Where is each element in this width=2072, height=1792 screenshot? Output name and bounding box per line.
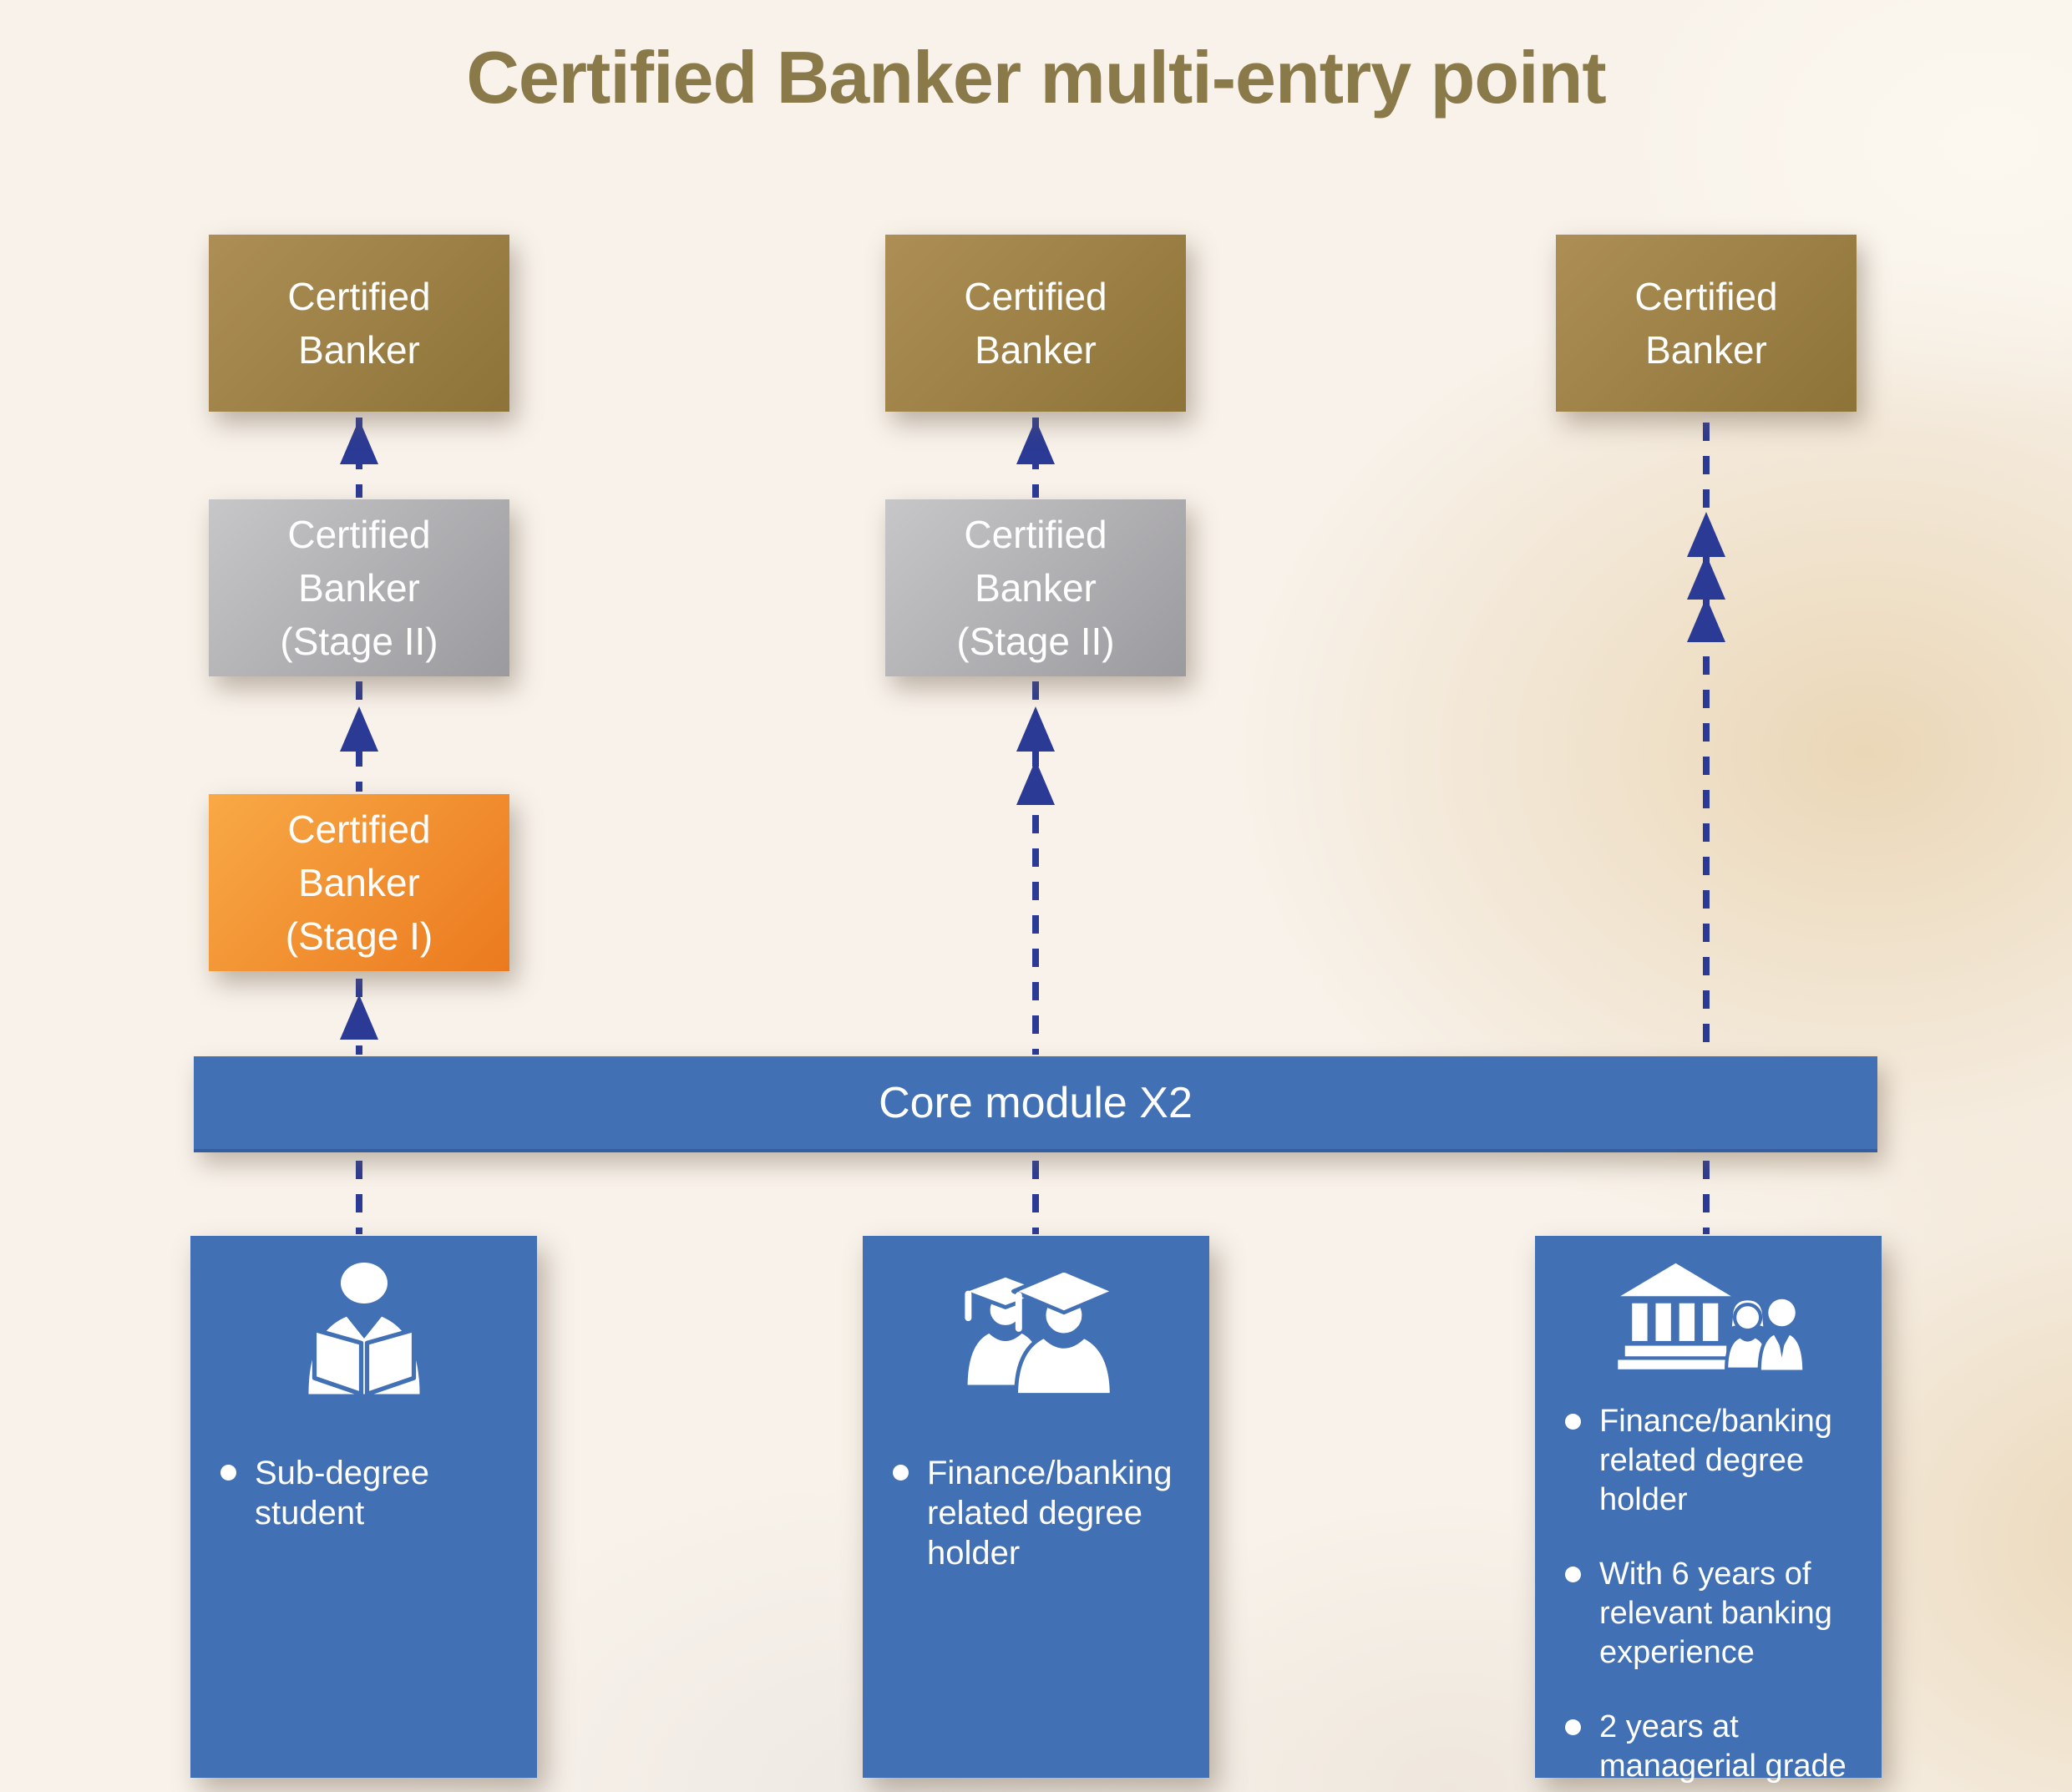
bullet-text: Finance/banking related degree holder	[927, 1455, 1173, 1572]
dashed-connector	[1032, 681, 1039, 1055]
box-label-line: (Stage II)	[280, 620, 438, 663]
stage2-box-left: Certified Banker (Stage II)	[209, 499, 509, 676]
bullet-dot	[1565, 1414, 1581, 1430]
arrow-up-icon	[340, 995, 378, 1040]
box-label-line: Certified	[964, 275, 1107, 318]
box-label-line: Certified	[1634, 275, 1778, 318]
dashed-connector	[1032, 1161, 1039, 1234]
box-label-line: Banker	[975, 328, 1097, 372]
certified-banker-box-left: Certified Banker	[209, 235, 509, 412]
arrow-up-icon	[1016, 706, 1055, 752]
core-module-bar: Core module X2	[194, 1056, 1877, 1152]
bullet-dot	[893, 1465, 909, 1481]
list-item: Finance/banking related degree holder	[893, 1453, 1189, 1573]
list-item: 2 years at managerial grade	[1565, 1708, 1862, 1786]
box-label-line: Banker	[975, 566, 1097, 610]
dashed-connector	[1703, 1161, 1710, 1234]
bullet-list: Finance/banking related degree holder Wi…	[1535, 1402, 1882, 1786]
arrow-up-icon	[340, 419, 378, 464]
box-label: Certified Banker (Stage II)	[280, 508, 438, 668]
box-label-line: Banker	[1645, 328, 1767, 372]
entry-box-sub-degree: Sub-degree student	[190, 1236, 537, 1778]
bank-professionals-icon	[1535, 1257, 1882, 1382]
bullet-list: Finance/banking related degree holder	[863, 1453, 1209, 1573]
bullet-dot	[1565, 1567, 1581, 1582]
box-label: Certified Banker	[964, 270, 1107, 377]
arrow-up-icon	[1016, 760, 1055, 805]
box-label-line: Banker	[298, 861, 420, 904]
bullet-text: With 6 years of relevant banking experie…	[1599, 1557, 1832, 1670]
entry-box-experienced-banker: Finance/banking related degree holder Wi…	[1535, 1236, 1882, 1784]
entry-box-degree-holder: Finance/banking related degree holder	[863, 1236, 1209, 1778]
reading-student-icon	[190, 1257, 537, 1403]
stage2-box-middle: Certified Banker (Stage II)	[885, 499, 1186, 676]
box-label: Certified Banker	[287, 270, 430, 377]
core-module-label: Core module X2	[879, 1078, 1193, 1127]
stage1-box-left: Certified Banker (Stage I)	[209, 794, 509, 971]
box-label-line: Certified	[287, 275, 431, 318]
list-item: With 6 years of relevant banking experie…	[1565, 1555, 1862, 1673]
box-label-line: Certified	[964, 513, 1107, 556]
dashed-connector	[1703, 423, 1710, 1055]
page-title: Certified Banker multi-entry point	[466, 36, 1606, 119]
box-label-line: Banker	[298, 566, 420, 610]
arrow-up-icon	[1687, 512, 1725, 557]
box-label-line: Certified	[287, 807, 431, 851]
box-label-line: Certified	[287, 513, 431, 556]
box-label-line: (Stage I)	[285, 914, 433, 958]
dashed-connector	[356, 1161, 362, 1234]
bullet-text: 2 years at managerial grade	[1599, 1709, 1847, 1784]
graduates-icon	[863, 1257, 1209, 1403]
box-label: Certified Banker	[1634, 270, 1777, 377]
box-label: Certified Banker (Stage I)	[286, 802, 433, 963]
bullet-dot	[1565, 1719, 1581, 1735]
bullet-list: Sub-degree student	[190, 1453, 537, 1533]
arrow-up-icon	[1687, 597, 1725, 642]
bullet-dot	[220, 1465, 236, 1481]
box-label-line: (Stage II)	[956, 620, 1115, 663]
bullet-text: Finance/banking related degree holder	[1599, 1404, 1832, 1517]
list-item: Sub-degree student	[220, 1453, 517, 1533]
list-item: Finance/banking related degree holder	[1565, 1402, 1862, 1520]
arrow-up-icon	[1687, 554, 1725, 600]
certified-banker-box-middle: Certified Banker	[885, 235, 1186, 412]
arrow-up-icon	[340, 706, 378, 752]
certified-banker-box-right: Certified Banker	[1556, 235, 1857, 412]
box-label: Certified Banker (Stage II)	[956, 508, 1114, 668]
bullet-text: Sub-degree student	[255, 1455, 430, 1531]
box-label-line: Banker	[298, 328, 420, 372]
arrow-up-icon	[1016, 419, 1055, 464]
